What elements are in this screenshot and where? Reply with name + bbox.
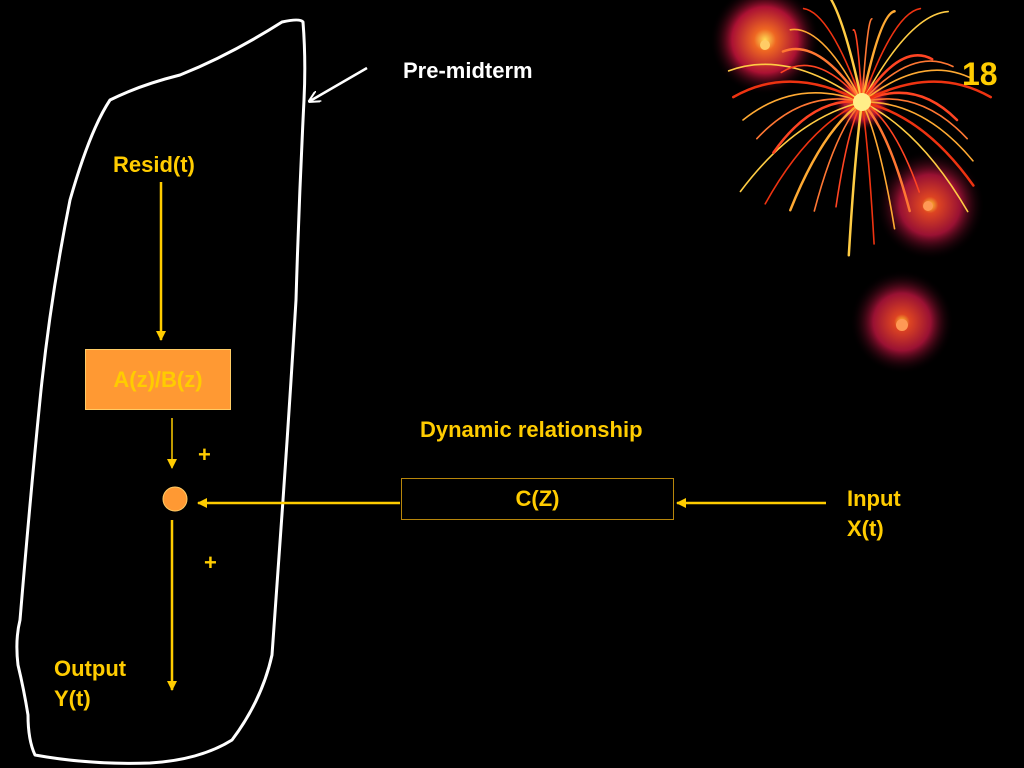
output-label-line2: Y(t): [54, 686, 91, 711]
firework-ray: [860, 100, 975, 187]
firework-ray: [756, 98, 863, 140]
firework-ray: [861, 101, 875, 245]
firework-ray: [802, 7, 863, 103]
firework-ray: [772, 100, 864, 154]
summing-node: [162, 486, 188, 512]
output-label: Output Y(t): [54, 654, 164, 714]
firework-ray: [742, 92, 863, 121]
output-label-line1: Output: [54, 656, 127, 681]
transfer-function-box: A(z)/B(z): [85, 349, 231, 410]
pre-midterm-label: Pre-midterm: [403, 58, 533, 83]
firework-ray: [861, 7, 922, 103]
firework-ray: [860, 54, 934, 104]
firework-ray: [860, 10, 896, 104]
firework-ray: [852, 29, 863, 103]
firework-ray: [861, 69, 974, 103]
plus-sign-bottom: +: [204, 550, 217, 575]
input-label-line1: Input: [847, 486, 901, 511]
firework-ray: [829, 0, 864, 104]
firework-ray: [789, 28, 863, 103]
firework-ray: [861, 101, 974, 162]
input-label-line2: X(t): [847, 516, 884, 541]
firework-ray: [781, 47, 864, 104]
firework-ray: [739, 101, 863, 193]
pre-midterm-arrow: [310, 66, 368, 101]
firework-ray: [861, 10, 949, 103]
firework-ray: [861, 98, 968, 140]
dynamic-relationship-label: Dynamic relationship: [420, 417, 643, 442]
fireworks-image: [710, 0, 993, 374]
firework-ray: [764, 101, 863, 205]
transfer-function-label: A(z)/B(z): [113, 366, 203, 392]
firework-ray: [731, 80, 864, 104]
firework-ray: [860, 80, 993, 104]
pre-midterm-outline: [15, 18, 307, 765]
firework-ray: [789, 100, 864, 212]
firework-ray: [847, 100, 864, 257]
plus-sign-top: +: [198, 442, 211, 467]
input-label: Input X(t): [847, 484, 937, 544]
slide-number: 18: [962, 56, 998, 92]
firework-ray: [861, 60, 954, 103]
resid-label: Resid(t): [113, 152, 195, 177]
firework-ray: [861, 101, 896, 230]
firework-ray: [861, 101, 969, 213]
firework-ray: [780, 64, 863, 103]
firework-ray: [861, 17, 873, 103]
c-transfer-box: C(Z): [401, 478, 674, 520]
c-transfer-label: C(Z): [515, 486, 560, 511]
